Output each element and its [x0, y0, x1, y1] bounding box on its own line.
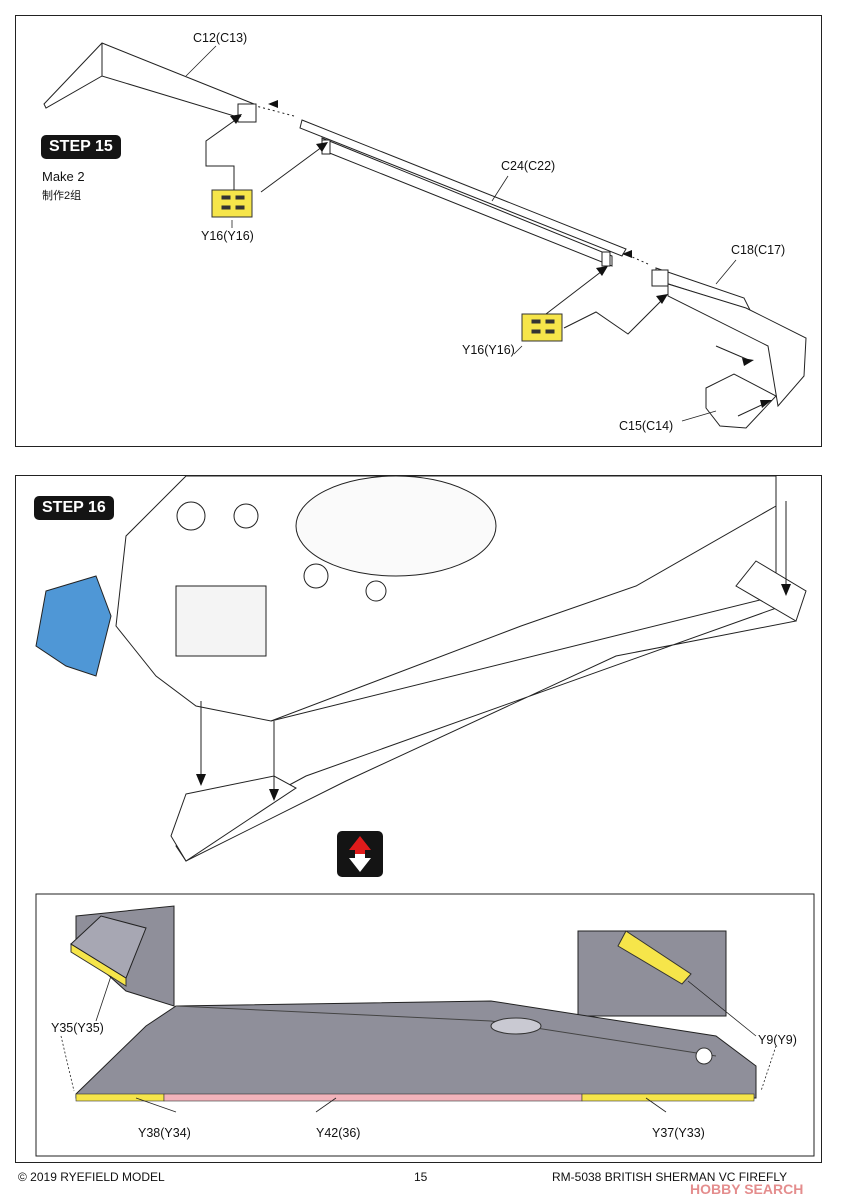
label-c18: C18(C17) [731, 243, 786, 257]
pe-y16-bottom [521, 313, 563, 342]
label-y35: Y35(Y35) [51, 1021, 104, 1035]
arrow-heads [230, 100, 772, 408]
step16-drawing [35, 476, 815, 1157]
leader-lines [185, 45, 737, 422]
step16-badge: STEP 16 [34, 496, 114, 520]
footer-copyright: © 2019 RYEFIELD MODEL [18, 1170, 165, 1184]
label-y9: Y9(Y9) [758, 1033, 797, 1047]
hull-fender [170, 560, 807, 862]
blue-part [35, 575, 112, 677]
part-c24 [299, 119, 627, 267]
step16-leaders [60, 975, 777, 1113]
drop-arrows [200, 501, 787, 791]
make-count-label-cn: 制作2组 [42, 190, 82, 202]
footer-title: RM-5038 BRITISH SHERMAN VC FIREFLY [552, 1170, 788, 1184]
label-y16-bottom: Y16(Y16) [462, 343, 515, 357]
drop-arrow-heads [196, 584, 791, 801]
side-hull [75, 1000, 757, 1102]
flip-icon [337, 831, 383, 877]
step15-badge: STEP 15 [41, 135, 121, 159]
step15-drawing [43, 42, 807, 429]
watermark-logo: HOBBY SEARCH [690, 1181, 804, 1197]
make-count-label: Make 2 [42, 169, 85, 184]
step15-panel: STEP 15 Make 2 制作2组 C12(C13) C24(C22) C1… [15, 15, 822, 447]
label-c12: C12(C13) [193, 31, 248, 45]
hull-upper [115, 476, 777, 722]
label-y16-top: Y16(Y16) [201, 229, 254, 243]
part-c18 [651, 267, 807, 408]
inset-right [577, 930, 727, 1017]
label-c15: C15(C14) [619, 419, 674, 433]
label-y42: Y42(36) [316, 1126, 361, 1140]
step16-panel: STEP 16 Y35(Y35) Y9(Y9) Y38(Y34) Y42(36)… [15, 475, 822, 1163]
footer-page-number: 15 [414, 1170, 428, 1184]
pe-y16-top [211, 189, 253, 218]
label-y38: Y38(Y34) [138, 1126, 191, 1140]
label-y37: Y37(Y33) [652, 1126, 705, 1140]
inset-left [70, 905, 175, 1007]
label-c24: C24(C22) [501, 159, 556, 173]
part-c15 [705, 373, 777, 429]
part-c12 [43, 42, 257, 123]
assembly-arrows [205, 105, 769, 417]
